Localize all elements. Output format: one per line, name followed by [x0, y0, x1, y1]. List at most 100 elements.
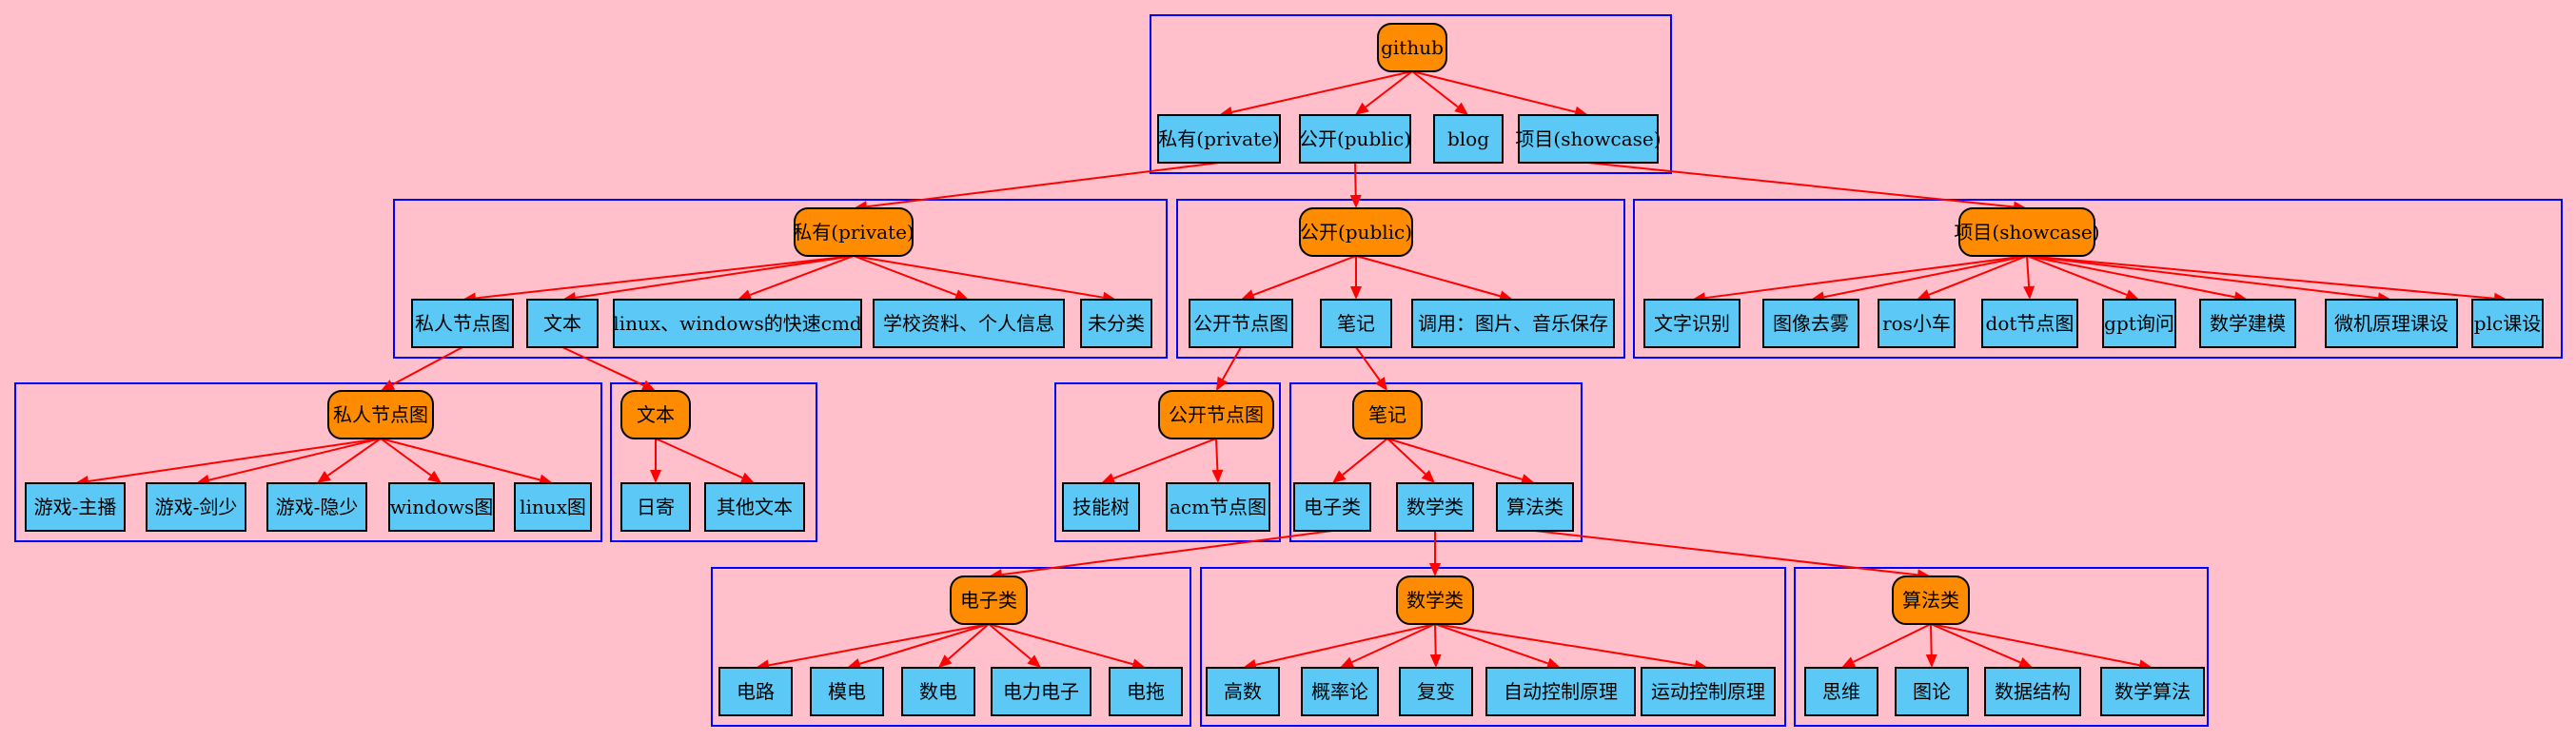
leaf-box: [1984, 667, 2081, 716]
arrowhead-icon: [1374, 377, 1387, 391]
node-label: 日寄: [637, 496, 675, 518]
arrowhead-icon: [1027, 654, 1041, 668]
edge-line: [1386, 438, 1426, 476]
leaf-box: [1411, 299, 1615, 348]
node-label: 数据结构: [1995, 680, 2071, 703]
arrowhead-icon: [650, 470, 661, 483]
edge-math_hub-to-motionctrl: [1434, 623, 1708, 672]
node-complex: 复变: [1399, 667, 1473, 716]
arrowhead-icon: [1429, 653, 1442, 668]
node-label: 未分类: [1088, 312, 1145, 335]
node-autoctrl: 自动控制原理: [1485, 667, 1636, 716]
node-label: acm节点图: [1170, 496, 1267, 518]
hub-box: [1396, 575, 1474, 625]
node-datastruct: 数据结构: [1984, 667, 2081, 716]
edge-line: [1434, 623, 1696, 667]
edge-line: [1215, 438, 1219, 471]
cluster-frames: [14, 14, 2563, 727]
hub-box: [1892, 575, 1970, 625]
node-dotgraph: dot节点图: [1981, 299, 2078, 348]
node-label: windows图: [390, 496, 494, 518]
node-label: 概率论: [1311, 680, 1368, 703]
edge-line: [859, 623, 990, 665]
edge-line: [655, 438, 743, 479]
edge-elec_hub-to-digital: [938, 623, 990, 668]
node-school: 学校资料、个人信息: [873, 299, 1065, 348]
leaf-box: [1109, 667, 1183, 716]
node-blog: blog: [1433, 114, 1504, 164]
edge-math_hub-to-calc: [1243, 623, 1436, 671]
edge-line: [2026, 255, 2235, 299]
arrowhead-icon: [427, 470, 442, 483]
edge-math_leaf-to-math_hub: [1429, 531, 1441, 576]
node-label: 微机原理课设: [2334, 312, 2448, 335]
node-private-hub: 私有(private): [793, 207, 914, 257]
leaf-box: [1518, 114, 1659, 164]
edge-algo_hub-to-datastruct: [1930, 623, 2033, 668]
edge-algo_hub-to-mathalgo: [1930, 623, 2153, 672]
node-label: 数学类: [1406, 589, 1464, 612]
cluster-algorithms: [1794, 567, 2209, 727]
node-label: 项目(showcase): [1515, 127, 1661, 150]
node-label: 私有(private): [793, 221, 914, 244]
node-private-graph-hub: 私人节点图: [327, 390, 434, 439]
edge-private_graph_hub-to-linuxgraph: [380, 438, 553, 486]
node-label: 公开节点图: [1169, 403, 1264, 426]
arrowhead-icon: [1841, 656, 1857, 668]
leaf-box: [1496, 482, 1574, 532]
edge-line: [88, 438, 382, 482]
edge-line: [326, 438, 382, 477]
edge-showcase_hub-to-mcu: [2026, 255, 2391, 304]
leaf-box: [2102, 299, 2176, 348]
edge-elec_hub-to-drag: [988, 623, 1146, 671]
edge-public_leaf-to-public_hub: [1349, 162, 1362, 208]
edge-public_graph_leaf-to-public_graph_hub: [1216, 346, 1242, 391]
edge-public_hub-to-public_graph_leaf: [1241, 255, 1357, 301]
edge-private_hub-to-private_graph_leaf: [462, 255, 855, 304]
node-label: 电子类: [1304, 496, 1361, 518]
node-notes-hub: 笔记: [1352, 390, 1423, 439]
node-label: 思维: [1822, 680, 1860, 703]
node-label: 算法类: [1506, 496, 1563, 518]
node-label: 数电: [919, 680, 957, 703]
leaf-box: [526, 299, 599, 348]
edge-private_graph_hub-to-game_yin: [317, 438, 382, 483]
node-label: 游戏-主播: [34, 496, 117, 518]
edge-line: [1434, 623, 1549, 665]
arrowhead-icon: [317, 471, 331, 483]
edge-text_leaf-to-text_hub: [561, 346, 656, 391]
edge-line: [391, 346, 463, 386]
node-label: 笔记: [1337, 312, 1375, 335]
cluster-public-graph: [1054, 382, 1281, 542]
edge-elec_hub-to-power: [988, 623, 1041, 668]
edge-showcase_hub-to-gpt: [2026, 255, 2139, 301]
leaf-box: [1433, 114, 1504, 164]
leaf-box: [388, 482, 495, 532]
node-private-leaf: 私有(private): [1157, 114, 1281, 164]
leaf-box: [1643, 299, 1740, 348]
cluster-math: [1200, 567, 1786, 727]
cluster-electronics: [711, 567, 1191, 727]
edge-private_graph_hub-to-wingraph: [380, 438, 442, 483]
node-label: 复变: [1417, 680, 1455, 703]
edge-line: [1355, 346, 1381, 381]
node-algo-leaf: 算法类: [1496, 482, 1574, 532]
node-label: 公开节点图: [1193, 312, 1288, 335]
edge-elec_hub-to-analog: [847, 623, 990, 670]
edge-private_hub-to-text_leaf: [562, 255, 855, 303]
edge-line: [1354, 162, 1357, 196]
leaf-box: [1485, 667, 1636, 716]
edge-line: [988, 623, 1133, 666]
node-label: 电拖: [1127, 680, 1165, 703]
edge-line: [2026, 255, 2495, 300]
edge-line: [1411, 70, 1576, 113]
edge-line: [380, 438, 541, 481]
edge-showcase_hub-to-ocr: [1692, 255, 2028, 304]
edge-showcase_hub-to-plc: [2026, 255, 2507, 304]
leaf-box: [1206, 667, 1280, 716]
edge-line: [1928, 255, 2028, 296]
edge-line: [1587, 162, 2015, 208]
node-drag: 电拖: [1109, 667, 1183, 716]
node-label: 图论: [1913, 680, 1951, 703]
